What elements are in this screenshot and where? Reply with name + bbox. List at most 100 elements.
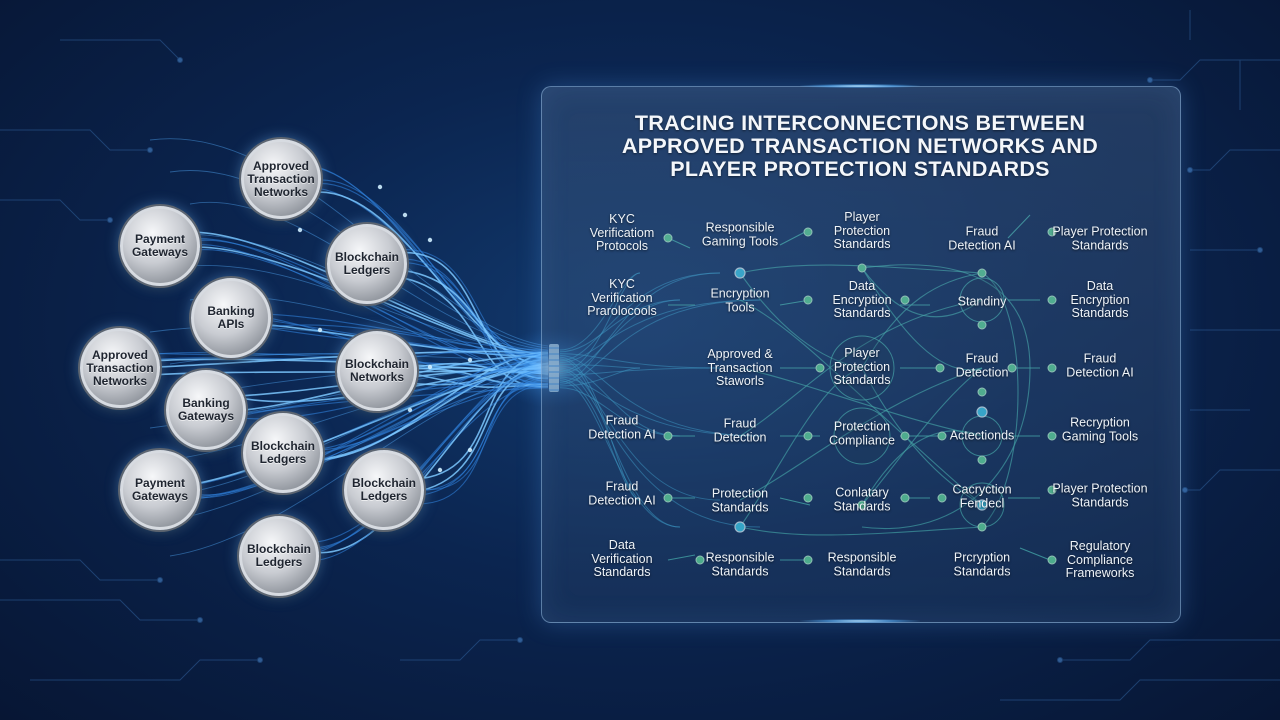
- green-dot: [695, 555, 705, 565]
- node-label: Banking Gateways: [177, 396, 235, 423]
- fiber-sparkle: [427, 364, 433, 370]
- hub-link: [739, 367, 983, 501]
- green-dot: [1047, 363, 1057, 373]
- cyan-dot: [976, 406, 988, 418]
- fan-link: [559, 299, 681, 374]
- grid-label-c5-r5: Player Protection Standards: [1052, 481, 1148, 509]
- circuit-pad: [517, 637, 523, 643]
- green-dot: [935, 363, 945, 373]
- green-dot: [857, 263, 867, 273]
- short-link: [779, 497, 811, 506]
- grid-label-c2-r1: Responsible Gaming Tools: [701, 220, 779, 248]
- grid-label-c5-r6: Regulatory Compliance Frameworks: [1065, 538, 1135, 580]
- grid-label-c3-r5: Conlatary Standards: [833, 485, 891, 513]
- green-dot: [900, 431, 910, 441]
- circuit-pad: [1147, 77, 1153, 83]
- grid-label-c3-r2: Data Encryption Standards: [832, 278, 892, 320]
- grid-label-c3-r1: Player Protection Standards: [833, 209, 891, 251]
- hub-ring: [829, 335, 895, 401]
- green-dot: [857, 500, 867, 510]
- grid-label-c4-r6: Prcryption Standards: [953, 550, 1011, 578]
- circuit-decoration: [0, 10, 1280, 701]
- fan-link: [559, 356, 641, 501]
- node-blockchain-ledgers-4: Blockchain Ledgers: [239, 516, 319, 596]
- title-line-3: PLAYER PROTECTION STANDARDS: [670, 157, 1050, 181]
- hub-link: [739, 299, 983, 437]
- short-link: [667, 554, 696, 561]
- hub-link: [861, 272, 983, 369]
- fan-link: [559, 299, 761, 385]
- hub-link: [739, 526, 983, 536]
- green-dot: [803, 227, 813, 237]
- node-label: Blockchain Networks: [344, 357, 410, 384]
- node-blockchain-ledgers-1: Blockchain Ledgers: [327, 224, 407, 304]
- node-blockchain-networks: Blockchain Networks: [337, 331, 417, 411]
- hub-link: [861, 367, 1031, 529]
- fan-link: [559, 376, 761, 437]
- hub-link: [861, 267, 983, 371]
- grid-label-c2-r4: Fraud Detection: [713, 416, 767, 444]
- panel-glow-bottom: [800, 619, 920, 623]
- circuit-pad: [197, 617, 203, 623]
- circuit-trace: [0, 199, 110, 221]
- grid-label-c5-r3: Fraud Detection AI: [1066, 351, 1134, 379]
- fan-link: [559, 353, 721, 369]
- hub-link: [739, 367, 863, 528]
- grid-label-c3-r6: Responsible Standards: [827, 550, 897, 578]
- node-label: Blockchain Ledgers: [351, 476, 417, 503]
- circuit-trace: [30, 659, 260, 681]
- grid-label-c4-r3: Fraud Detection: [955, 351, 1009, 379]
- grid-label-c2-r5: Protection Standards: [711, 486, 769, 514]
- hub-link: [739, 299, 983, 506]
- hub-link: [861, 367, 983, 506]
- green-dot: [803, 431, 813, 441]
- node-label: Banking APIs: [207, 304, 255, 331]
- fan-link: [559, 272, 721, 362]
- circuit-trace: [1150, 59, 1280, 81]
- green-dot: [1047, 485, 1057, 495]
- diagram-panel: [541, 86, 1181, 623]
- fan-link: [559, 378, 641, 501]
- grid-label-c5-r1: Player Protection Standards: [1052, 224, 1148, 252]
- fiber-sparkle: [467, 357, 473, 363]
- circuit-pad: [1182, 487, 1188, 493]
- fiber-connector: [549, 344, 559, 392]
- grid-label-c4-r2: Standiny: [957, 294, 1007, 309]
- fiber-sparkle: [377, 184, 383, 190]
- circuit-trace: [0, 599, 200, 621]
- circuit-trace: [400, 639, 520, 661]
- green-dot: [977, 387, 987, 397]
- circuit-pad: [177, 57, 183, 63]
- circuit-pad: [257, 657, 263, 663]
- grid-label-c4-r5: Cacryction Fendecl: [952, 482, 1012, 510]
- fiber-sparkle: [437, 467, 443, 473]
- connector-body: [549, 344, 559, 392]
- fiber-sparkle: [402, 212, 408, 218]
- short-link: [1007, 214, 1031, 239]
- circuit-trace: [1190, 149, 1280, 171]
- fan-link: [559, 367, 721, 376]
- node-approved-transaction-networks-left: Approved Transaction Networks: [80, 328, 160, 408]
- circuit-trace: [1000, 679, 1280, 701]
- cyan-dot: [976, 499, 988, 511]
- grid-label-c3-r3: Player Protection Standards: [833, 345, 891, 387]
- fan-link: [559, 367, 641, 387]
- grid-label-c1-r2: KYC Verification Prarolocools: [587, 276, 657, 318]
- circuit-pad: [147, 147, 153, 153]
- fan-link: [559, 380, 681, 528]
- node-payment-gateways-bottom: Payment Gateways: [120, 450, 200, 530]
- fan-link: [559, 367, 721, 501]
- hub-link: [739, 272, 863, 369]
- node-label: Approved Transaction Networks: [86, 347, 154, 388]
- fiber-sparkle: [427, 237, 433, 243]
- fiber-sparkle: [467, 447, 473, 453]
- cyan-dot: [734, 521, 746, 533]
- fan-link: [559, 272, 641, 373]
- green-dot: [803, 555, 813, 565]
- green-dot: [977, 522, 987, 532]
- hub-link: [861, 267, 983, 318]
- node-label: Blockchain Ledgers: [334, 250, 400, 277]
- title-line-1: TRACING INTERCONNECTIONS BETWEEN: [634, 111, 1086, 135]
- grid-label-c1-r6: Data Verification Standards: [591, 537, 653, 579]
- hub-ring: [833, 407, 891, 465]
